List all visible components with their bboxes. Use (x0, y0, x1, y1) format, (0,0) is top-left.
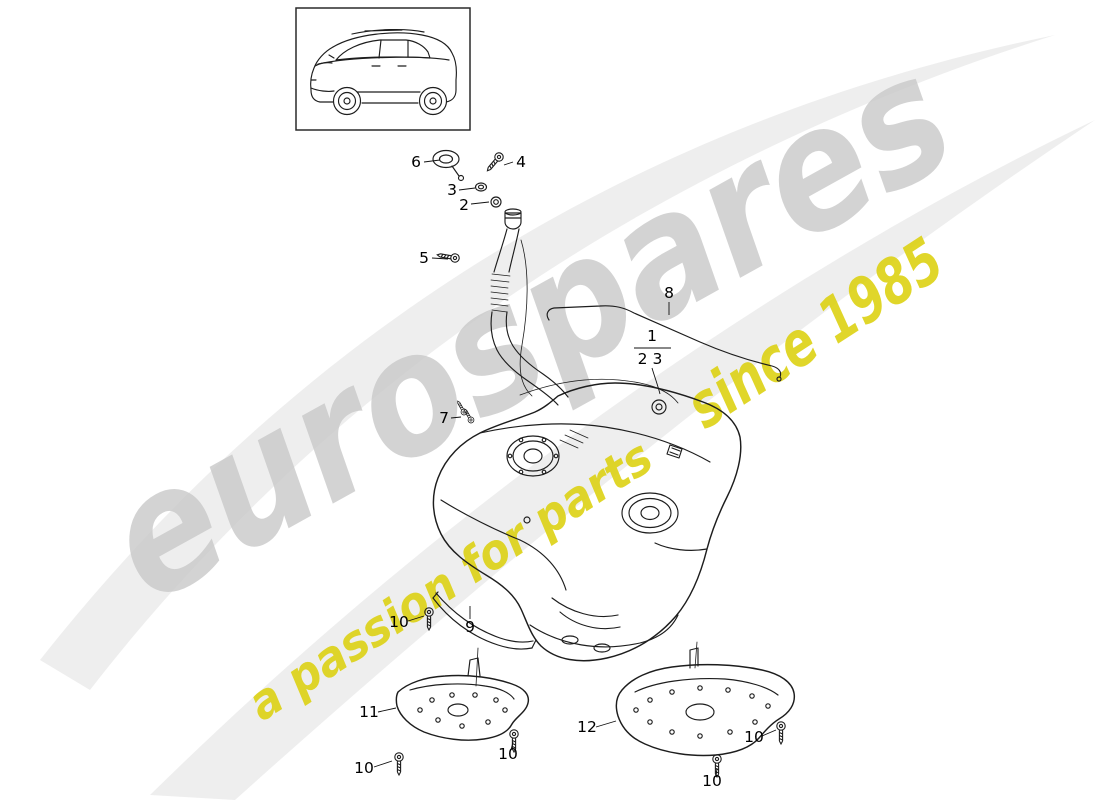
vent-line-8 (546, 305, 782, 382)
callout-label-12[interactable]: 12 (577, 718, 597, 736)
callout-label-10c[interactable]: 10 (498, 745, 518, 763)
callout-label-2[interactable]: 2 (459, 196, 469, 214)
callout-label-7[interactable]: 7 (439, 409, 449, 427)
filler-neck (490, 208, 569, 406)
shield-right-12 (615, 647, 796, 757)
grommet-3 (474, 182, 488, 192)
shield-left-11 (395, 657, 530, 741)
callout-label-10a[interactable]: 10 (389, 613, 409, 631)
pump-flange-left (506, 435, 560, 477)
shield-hanger-rods (475, 641, 698, 687)
callout-label-9[interactable]: 9 (465, 618, 475, 636)
pump-flange-right (621, 492, 679, 534)
fuel-tank (432, 378, 742, 662)
callout-label-10e[interactable]: 10 (702, 772, 722, 790)
screw-10-left (394, 752, 404, 776)
callout-label-5[interactable]: 5 (419, 249, 429, 267)
callout-label-1[interactable]: 1 (647, 327, 657, 345)
callout-label-3[interactable]: 3 (447, 181, 457, 199)
background-swoosh (40, 35, 1095, 800)
callout-label-2-3[interactable]: 2 3 (638, 350, 663, 368)
callout-label-11[interactable]: 11 (359, 703, 379, 721)
callout-labels: 6 4 3 2 5 8 1 2 3 7 10 9 11 10 10 12 10 … (354, 153, 764, 790)
callout-label-4[interactable]: 4 (516, 153, 526, 171)
leader-lines (373, 159, 777, 778)
screw-4 (483, 150, 506, 175)
callout-label-10b[interactable]: 10 (354, 759, 374, 777)
grommet-2 (490, 196, 502, 208)
callout-label-10d[interactable]: 10 (744, 728, 764, 746)
vehicle-thumbnail (295, 7, 471, 131)
callout-label-8[interactable]: 8 (664, 284, 674, 302)
fuel-filler-cap (432, 149, 465, 182)
vehicle-thumbnail-box (295, 7, 471, 131)
tank-strap-9 (432, 591, 537, 650)
callout-label-6[interactable]: 6 (411, 153, 421, 171)
screw-10-right-top (776, 721, 786, 745)
